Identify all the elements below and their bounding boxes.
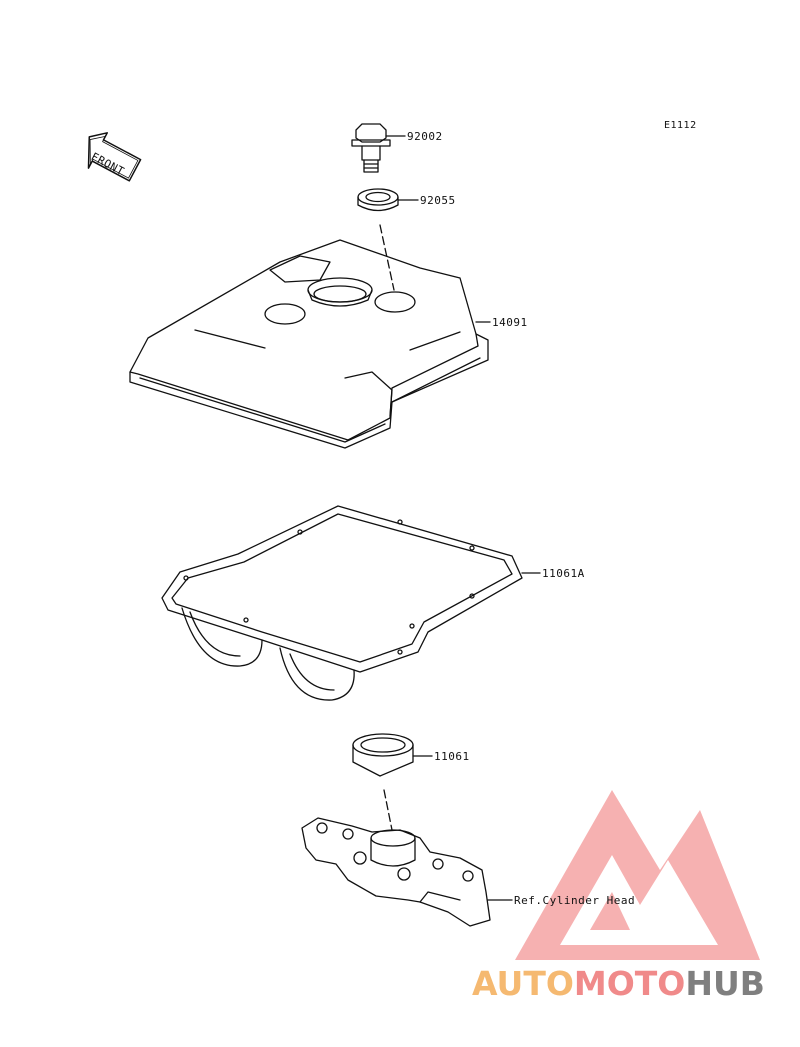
part-label-cylinder-head[interactable]: Ref.Cylinder Head <box>514 894 636 907</box>
watermark-part2: MOTO <box>573 964 686 1003</box>
cylinder-head-icon <box>301 817 513 927</box>
part-label-92002[interactable]: 92002 <box>407 130 443 143</box>
washer-92055-icon <box>357 188 419 291</box>
part-label-11061a[interactable]: 11061A <box>542 567 585 580</box>
part-label-14091[interactable]: 14091 <box>492 316 528 329</box>
part-label-92055[interactable]: 92055 <box>420 194 456 207</box>
plug-seal-11061-icon <box>352 733 433 831</box>
watermark-text: AUTOMOTOHUB <box>472 964 765 1003</box>
diagram-code: E1112 <box>664 120 697 131</box>
part-label-11061[interactable]: 11061 <box>434 750 470 763</box>
watermark-part1: AUTO <box>472 964 574 1003</box>
watermark-logo-icon <box>515 790 760 960</box>
front-arrow-icon <box>87 132 142 182</box>
gasket-11061a-icon <box>161 505 541 701</box>
valve-cover-14091-icon <box>129 239 491 449</box>
bolt-92002-icon <box>351 123 406 173</box>
watermark-part3: HUB <box>685 964 765 1003</box>
